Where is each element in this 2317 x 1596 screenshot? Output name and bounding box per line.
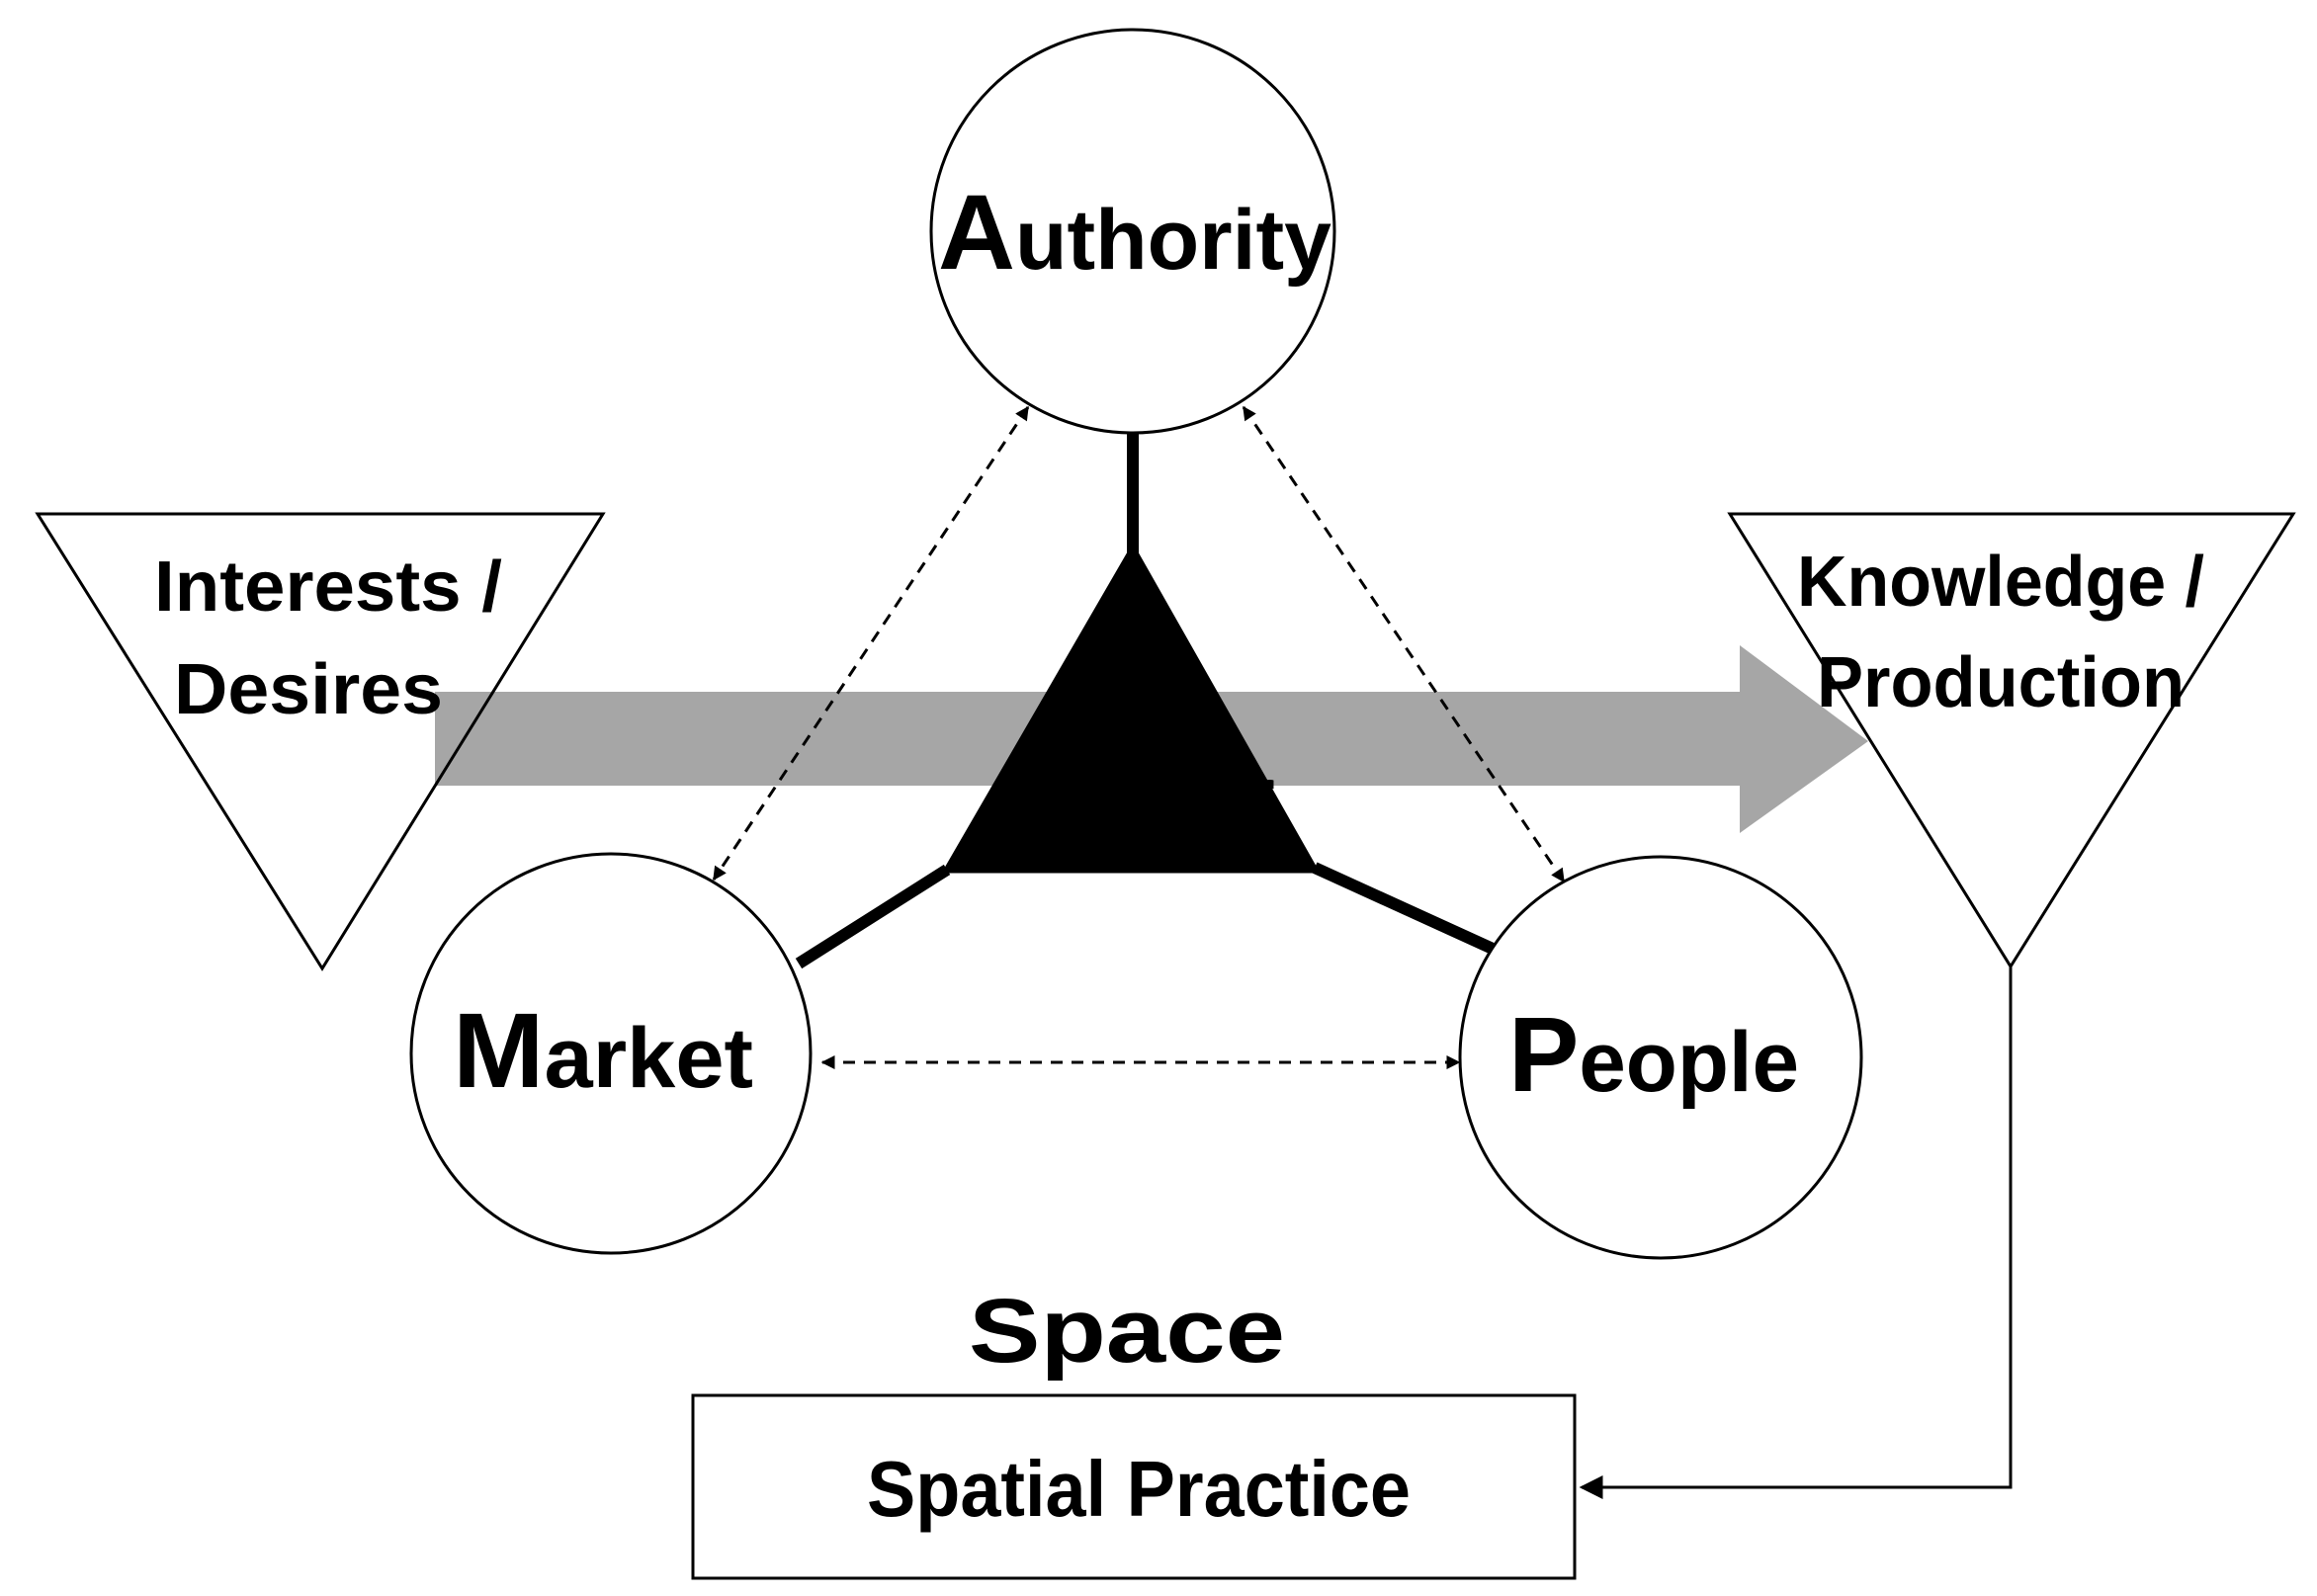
interests-line2: Desires xyxy=(174,650,443,729)
spatial-practice-box xyxy=(691,1393,1577,1580)
relation-authority-people xyxy=(1242,405,1566,883)
interests-funnel xyxy=(35,512,606,971)
people-initial: P xyxy=(1508,994,1579,1114)
people-node xyxy=(1458,855,1863,1260)
people-label: People xyxy=(1508,994,1799,1114)
people-rest: eople xyxy=(1579,1015,1799,1110)
interests-line1: Interests / xyxy=(154,547,502,627)
authority-initial: A xyxy=(938,172,1015,292)
spatial-practice-label: Spatial Practice xyxy=(867,1445,1411,1533)
spoke-market xyxy=(795,864,951,969)
power-triangle xyxy=(941,542,1321,874)
knowledge-line2: Production xyxy=(1817,643,2185,722)
market-node xyxy=(409,852,813,1255)
space-title: Space xyxy=(969,1281,1285,1382)
authority-rest: uthority xyxy=(1015,193,1331,288)
authority-node xyxy=(929,28,1336,435)
market-label: Market xyxy=(453,990,753,1110)
spoke-people xyxy=(1312,862,1496,955)
market-initial: M xyxy=(453,990,545,1110)
power-label: power xyxy=(990,753,1275,837)
knowledge-line1: Knowledge / xyxy=(1797,543,2204,622)
authority-label: Authority xyxy=(938,172,1331,292)
funnel-to-spatial-practice-connector xyxy=(1579,966,2013,1499)
relation-authority-market xyxy=(712,405,1030,882)
knowledge-funnel xyxy=(1727,512,2296,969)
market-rest: arket xyxy=(545,1011,753,1106)
